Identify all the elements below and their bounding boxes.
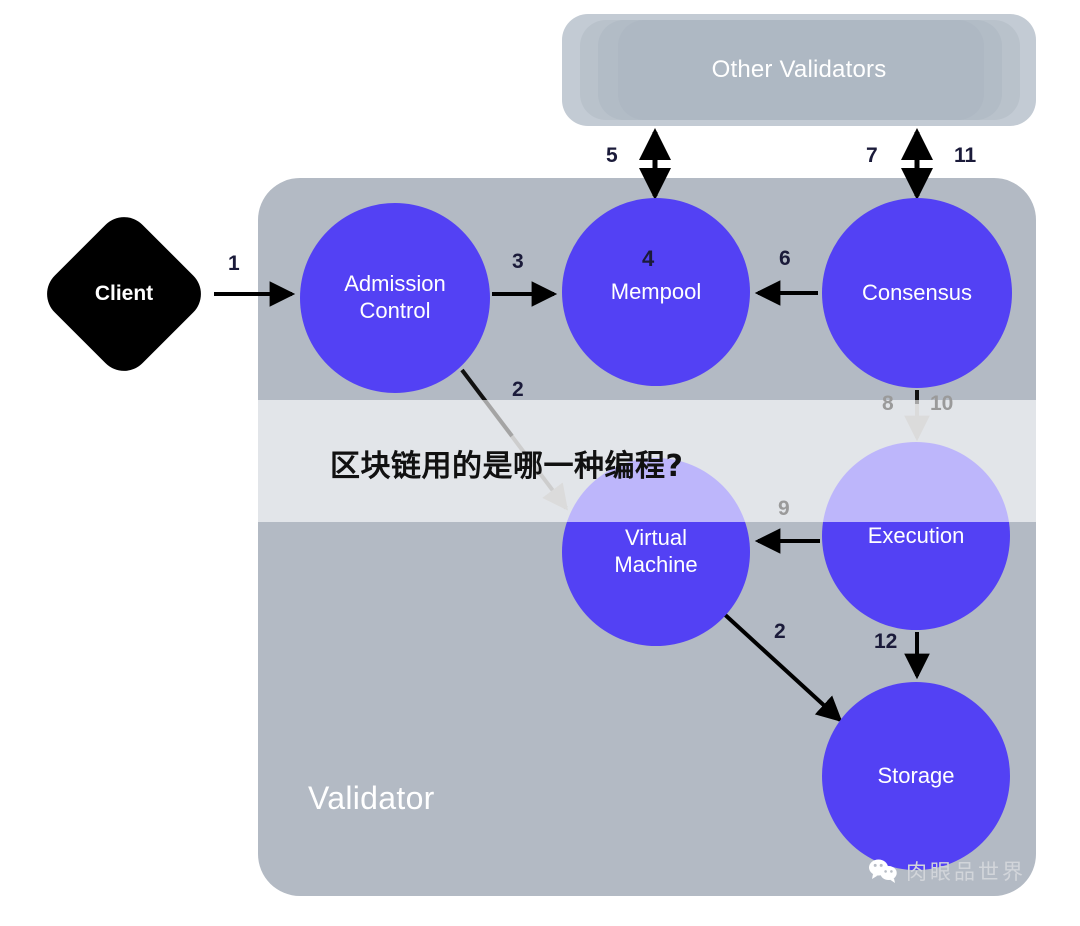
edge-label-6: 6 (779, 247, 791, 270)
edge-label-5: 5 (606, 144, 618, 167)
other-validators-layer-4 (618, 20, 984, 120)
node-admission-control-line1: Admission (344, 271, 446, 297)
node-admission-control-line2: Control (359, 298, 431, 323)
node-virtual-machine-line1: Virtual (625, 525, 687, 551)
edge-label-3: 3 (512, 250, 524, 273)
node-admission-control[interactable]: Admission Control (300, 203, 490, 393)
node-mempool-line1: Mempool (610, 278, 702, 304)
edge-label-2-admission-vm: 2 (512, 378, 524, 401)
edge-label-1: 1 (228, 252, 240, 275)
wechat-icon (869, 859, 897, 883)
edge-label-10: 10 (930, 392, 954, 415)
client-label: Client (94, 282, 154, 305)
node-consensus[interactable]: Consensus (822, 198, 1012, 388)
other-validators-box: Other Validators (562, 14, 1036, 126)
watermark-text: 肉眼品世界 (906, 860, 1026, 884)
question-band-overlay (0, 400, 1080, 522)
edge-label-9: 9 (778, 497, 790, 520)
client-node[interactable]: Client (34, 203, 214, 385)
validator-label: Validator (308, 780, 435, 816)
watermark: 肉眼品世界 (868, 856, 1026, 886)
other-validators-label: Other Validators (711, 56, 887, 83)
node-consensus-line1: Consensus (861, 279, 973, 305)
edge-label-11: 11 (954, 144, 977, 167)
node-storage-line1: Storage (877, 762, 955, 788)
node-storage[interactable]: Storage (822, 682, 1010, 870)
edge-label-12: 12 (874, 630, 898, 653)
mempool-inner-number: 4 (642, 246, 655, 271)
edge-vm-to-storage (720, 610, 843, 723)
edge-label-2-vm-storage: 2 (774, 620, 786, 643)
overlay-question-text: 区块链用的是哪一种编程? (330, 449, 684, 484)
edge-label-7: 7 (866, 144, 878, 167)
node-mempool[interactable]: 4 Mempool (562, 198, 750, 386)
node-execution-line1: Execution (867, 522, 965, 548)
node-virtual-machine-line2: Machine (614, 552, 698, 577)
edge-label-8: 8 (882, 392, 894, 415)
